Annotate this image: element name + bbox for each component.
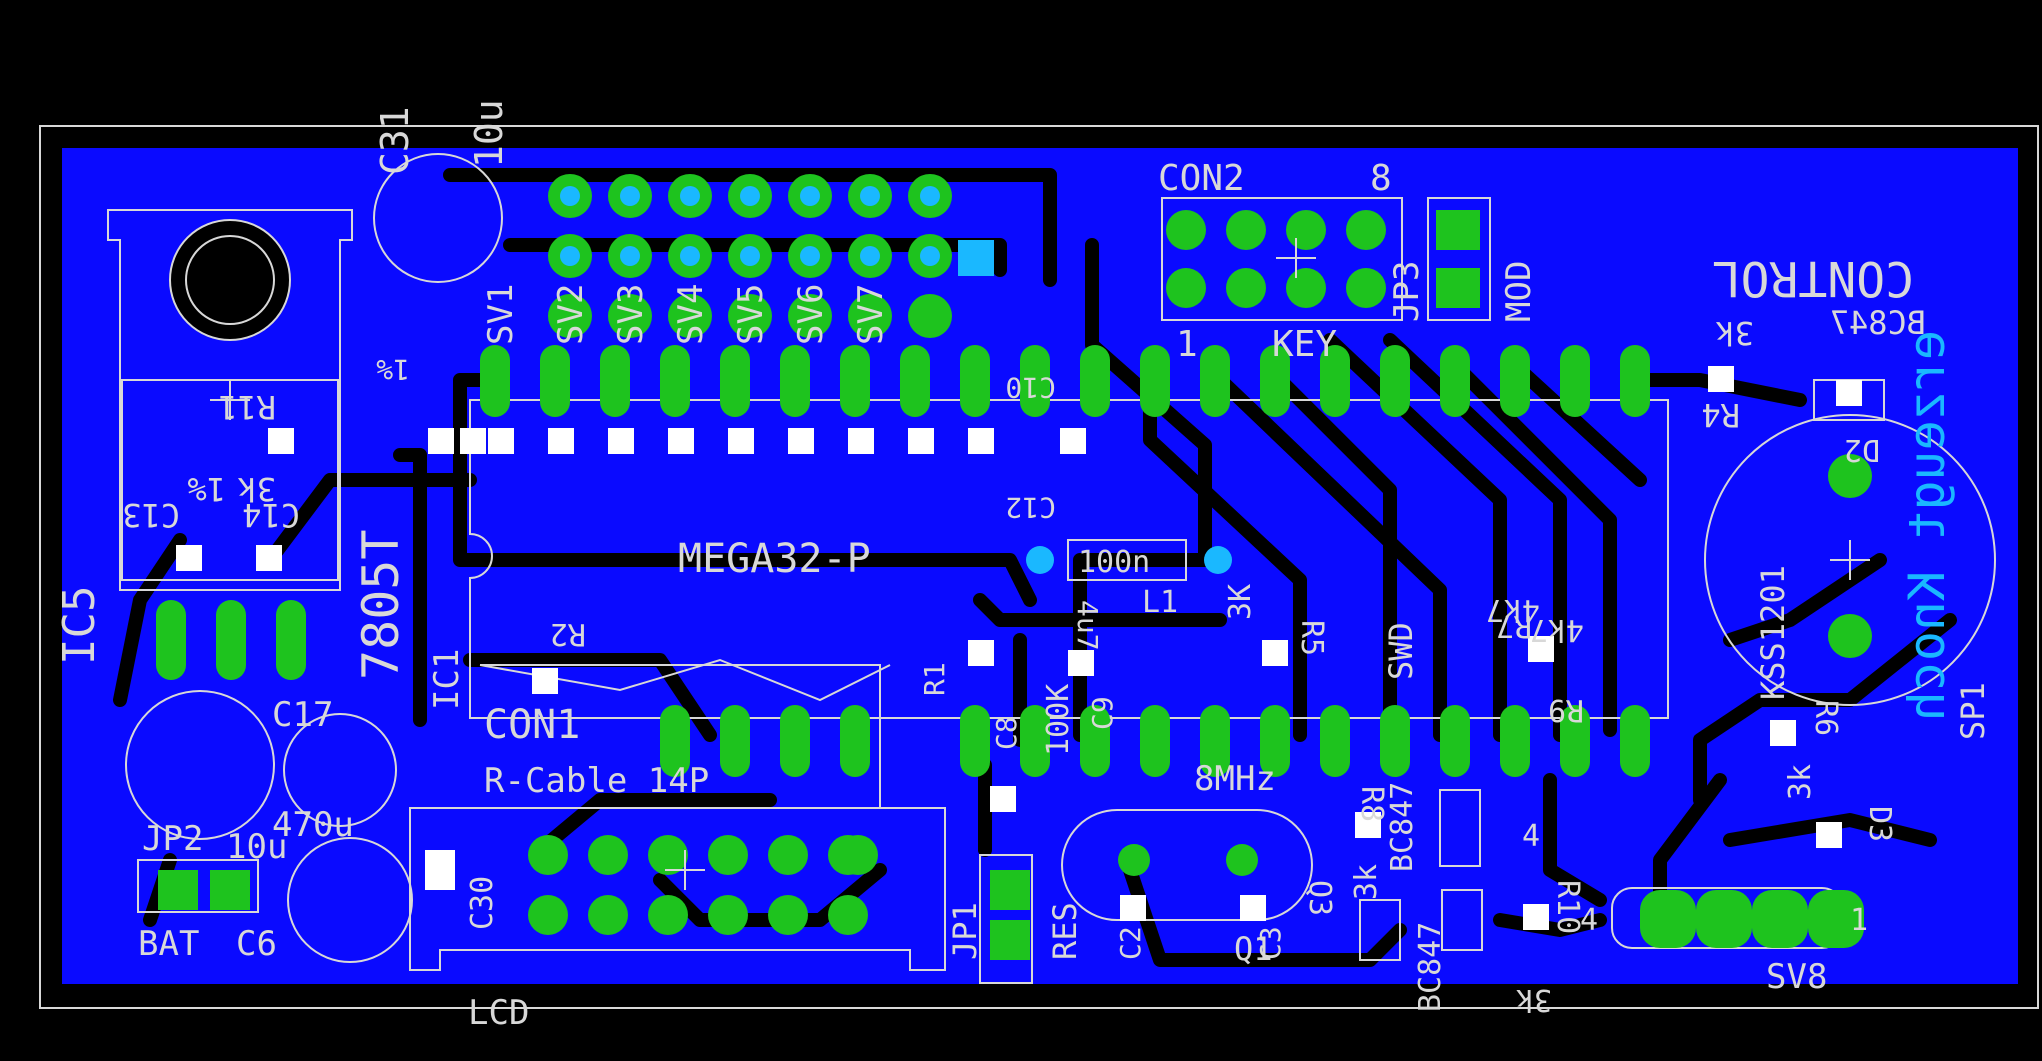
label-res: RES bbox=[1046, 902, 1084, 960]
lcd-connector-outline bbox=[409, 807, 946, 971]
label-bc847-bot: BC847 bbox=[1413, 922, 1448, 1012]
label-ic1: IC1 bbox=[427, 649, 467, 710]
label-sv1: SV1 bbox=[481, 284, 521, 345]
label-r8-value: 3k bbox=[1349, 864, 1384, 900]
label-c8-value: 100K bbox=[1041, 684, 1076, 756]
label-con1: CON1 bbox=[484, 702, 580, 748]
label-sv8-pin4: 4 bbox=[1580, 903, 1598, 938]
label-c14: C14 bbox=[242, 496, 300, 534]
crystal-outline bbox=[1061, 809, 1313, 921]
label-r7-value: 4k7 bbox=[1486, 592, 1540, 627]
label-jp3: JP3 bbox=[1387, 261, 1427, 322]
ic1-outline bbox=[469, 399, 1669, 719]
speaker-outline bbox=[1704, 414, 1996, 706]
label-key: KEY bbox=[1272, 324, 1337, 365]
label-con2-pin1: 1 bbox=[1176, 324, 1198, 365]
label-sv5: SV5 bbox=[731, 284, 771, 345]
inductor-outline bbox=[1067, 539, 1187, 581]
ic5-outline bbox=[107, 209, 353, 591]
sv-header-pads bbox=[548, 174, 994, 338]
con2-outline bbox=[1161, 197, 1403, 321]
label-c13: C13 bbox=[122, 496, 180, 534]
label-r8: R8 bbox=[1354, 786, 1389, 822]
label-r-cable: R-Cable 14P bbox=[484, 761, 709, 801]
label-r6: R6 bbox=[1808, 700, 1843, 736]
label-r9: R9 bbox=[1548, 692, 1584, 727]
label-r6-value: 3k bbox=[1783, 764, 1818, 800]
label-r2: R2 bbox=[550, 616, 586, 651]
label-mega32: MEGA32-P bbox=[678, 536, 871, 582]
label-sv3: SV3 bbox=[611, 284, 651, 345]
ic1-pins bbox=[480, 345, 1650, 777]
label-c9-value: 4u7 bbox=[1071, 600, 1104, 651]
label-lcd: LCD bbox=[468, 993, 529, 1033]
label-l1: L1 bbox=[1142, 585, 1178, 620]
label-r10: R10 bbox=[1550, 880, 1585, 934]
label-ksp: KSS1201 bbox=[1754, 565, 1792, 700]
label-r7: R7 bbox=[1496, 608, 1532, 643]
label-8mhz: 8MHz bbox=[1194, 759, 1276, 799]
label-jp1: JP1 bbox=[946, 902, 984, 960]
label-sv2: SV2 bbox=[551, 284, 591, 345]
label-q3: Q3 bbox=[1302, 880, 1337, 916]
label-c3: C3 bbox=[1254, 926, 1287, 960]
label-r11-value: 3k bbox=[237, 470, 276, 508]
label-jp2: JP2 bbox=[142, 819, 203, 859]
label-one-pct-b: 1% bbox=[376, 353, 410, 386]
label-c10: C10 bbox=[1005, 371, 1056, 404]
label-bat: BAT bbox=[138, 924, 199, 964]
label-d3: D3 bbox=[1862, 806, 1897, 842]
label-c31-value: 10u bbox=[467, 99, 511, 168]
label-7805t: 7805T bbox=[352, 529, 410, 680]
board-outline bbox=[39, 125, 2039, 1009]
label-r5: R5 bbox=[1294, 620, 1329, 656]
label-r11: R11 bbox=[218, 388, 276, 426]
label-one-pct-a: 1% bbox=[187, 470, 226, 508]
label-r1: R1 bbox=[918, 662, 951, 696]
traces bbox=[113, 168, 1957, 967]
label-bc847-mid: BC847 bbox=[1385, 782, 1420, 872]
label-sv4: SV4 bbox=[671, 284, 711, 345]
label-c12: C12 bbox=[1005, 491, 1056, 524]
label-sv8: SV8 bbox=[1766, 957, 1827, 997]
label-r4: R4 bbox=[1701, 396, 1740, 434]
label-c6: C6 bbox=[236, 924, 277, 964]
label-control: CONTROL bbox=[1712, 250, 1914, 306]
label-q-pin4: 4 bbox=[1522, 819, 1540, 854]
label-sv7: SV7 bbox=[851, 284, 891, 345]
label-sv8-pin1: 1 bbox=[1850, 903, 1868, 938]
mounting-hole bbox=[169, 219, 291, 341]
label-c30: C30 bbox=[465, 876, 500, 930]
label-c9: C9 bbox=[1086, 696, 1119, 730]
label-r10-value: 3k bbox=[1516, 982, 1552, 1017]
label-q1: Q1 bbox=[1234, 930, 1273, 968]
label-r4-value: 3k bbox=[1715, 314, 1754, 352]
label-bc847-top: BC847 bbox=[1830, 304, 1926, 342]
label-c2: C2 bbox=[1114, 926, 1147, 960]
crosshairs bbox=[210, 238, 1870, 890]
silkscreen bbox=[107, 153, 1996, 984]
label-d2: D2 bbox=[1844, 432, 1880, 467]
label-c17-value: 470u bbox=[272, 805, 354, 845]
jp3-outline bbox=[1427, 197, 1491, 321]
smd-array bbox=[176, 366, 1862, 930]
label-con2: CON2 bbox=[1158, 158, 1245, 199]
label-sv6: SV6 bbox=[791, 284, 831, 345]
label-inductor: 100n bbox=[1078, 545, 1150, 580]
label-c31: C31 bbox=[373, 106, 417, 175]
label-r5-value: 3K bbox=[1223, 584, 1258, 620]
misc-pads bbox=[156, 210, 1872, 960]
label-c6-value: 10u bbox=[226, 827, 287, 867]
label-ic5: IC5 bbox=[54, 586, 105, 665]
label-swd: SWD bbox=[1382, 622, 1420, 680]
label-mod: MOD bbox=[1499, 261, 1539, 322]
label-r9-value: 4k7 bbox=[1530, 612, 1584, 647]
label-sp1: SP1 bbox=[1954, 682, 1992, 740]
label-con2-pin8: 8 bbox=[1370, 158, 1392, 199]
label-c17: C17 bbox=[272, 695, 333, 735]
label-author: erzeugt Knoch bbox=[1898, 330, 1956, 721]
label-c8: C8 bbox=[990, 716, 1023, 750]
